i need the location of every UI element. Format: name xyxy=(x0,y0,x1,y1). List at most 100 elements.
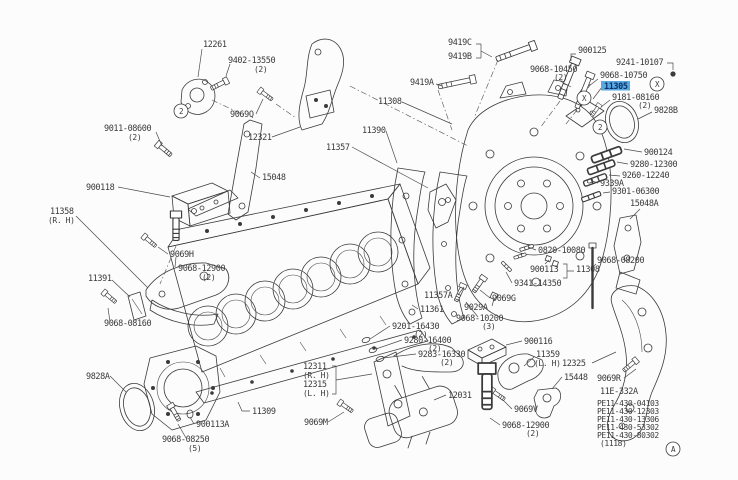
part-label-9068-08200[interactable]: 9068-08200 xyxy=(597,256,645,266)
part-label-11357[interactable]: 11357 xyxy=(326,143,350,153)
part-label-9419A[interactable]: 9419A xyxy=(410,78,434,88)
part-label-12311[interactable]: 12311 xyxy=(303,362,327,372)
part-label-9068-10750[interactable]: 9068-10750 xyxy=(600,71,648,81)
part-label-9241-10107[interactable]: 9241-10107 xyxy=(616,58,664,68)
view-callout-a: A xyxy=(665,441,681,457)
svg-text:X: X xyxy=(582,94,587,103)
ref-part-number: PE11-430-53302 xyxy=(597,423,659,432)
svg-text:X: X xyxy=(655,80,660,89)
part-label-12321[interactable]: 12321 xyxy=(248,133,272,143)
side-label: (R. H) xyxy=(303,371,330,380)
part-label-9011-08600[interactable]: 9011-08600 xyxy=(104,124,152,134)
part-label-9201-16430[interactable]: 9201-16430 xyxy=(392,322,440,332)
part-labels: 12261 9402-13550 (2) 9069Q 12321 11357 1… xyxy=(48,38,678,453)
side-label: (L. H) xyxy=(534,359,561,368)
part-label-900116[interactable]: 900116 xyxy=(524,337,553,347)
part-11391-drawing xyxy=(127,291,147,321)
qty-label: (2) xyxy=(128,133,141,142)
part-label-15048A[interactable]: 15048A xyxy=(630,199,659,209)
part-label-11357A[interactable]: 11357A xyxy=(424,291,453,301)
bolt-icons xyxy=(100,39,676,423)
part-label-9301-06300[interactable]: 9301-06300 xyxy=(612,187,660,197)
part-label-11305-selected[interactable]: 11305 xyxy=(604,82,628,92)
part-label-900118[interactable]: 900118 xyxy=(86,183,115,193)
part-label-11309[interactable]: 11309 xyxy=(252,407,276,417)
part-label-9339A[interactable]: 9339A xyxy=(600,179,624,189)
part-label-11361[interactable]: 11361 xyxy=(420,305,444,315)
view-callout-x1: X xyxy=(649,76,665,92)
part-label-9260-12240[interactable]: 9260-12240 xyxy=(622,171,670,181)
part-label-11391[interactable]: 11391 xyxy=(88,274,112,284)
part-label-9069Q[interactable]: 9069Q xyxy=(230,110,254,120)
view-callout-2-right: 2 xyxy=(592,119,608,135)
part-label-900113[interactable]: 900113 xyxy=(530,265,559,275)
part-label-11390[interactable]: 11390 xyxy=(362,126,386,136)
engine-mount-bracket-drawing xyxy=(607,285,667,442)
qty-label: (2) xyxy=(638,101,651,110)
part-label-12031[interactable]: 12031 xyxy=(448,391,472,401)
part-label-9828B[interactable]: 9828B xyxy=(654,106,678,116)
selected-part-highlight xyxy=(601,81,630,91)
qty-label: (2) xyxy=(440,358,453,367)
qty-label: (2) xyxy=(428,344,441,353)
part-label-900124[interactable]: 900124 xyxy=(644,148,673,158)
flywheel-housing-drawing xyxy=(455,79,612,323)
qty-label: (3) xyxy=(482,322,495,331)
part-label-9280-12300[interactable]: 9280-12300 xyxy=(630,160,678,170)
part-label-11308[interactable]: 11308 xyxy=(378,97,402,107)
ref-part-number: PE11-430-12303 xyxy=(597,407,659,416)
part-label-0820-10080[interactable]: 0820-10080 xyxy=(538,246,586,256)
part-label-11308-assy[interactable]: 11308 xyxy=(576,265,600,275)
figure-code: 11E-332A xyxy=(600,387,638,397)
part-label-9341-14350[interactable]: 9341-14350 xyxy=(514,279,562,289)
part-label-900125[interactable]: 900125 xyxy=(578,46,607,56)
bracket-12311-drawing xyxy=(373,343,464,427)
part-label-9069V[interactable]: 9069V xyxy=(514,405,538,415)
part-label-11358[interactable]: 11358 xyxy=(50,207,74,217)
part-label-9283-16330[interactable]: 9283-16330 xyxy=(418,350,466,360)
part-label-9068-12900-2[interactable]: 9068-12900 xyxy=(502,421,550,431)
view-callouts: 2 2 X X A xyxy=(173,76,681,457)
qty-label: (2) xyxy=(254,65,267,74)
rear-seal-retainer-drawing xyxy=(143,345,221,431)
part-label-15448[interactable]: 15448 xyxy=(564,373,588,383)
part-label-9068-12900[interactable]: 9068-12900 xyxy=(178,264,226,274)
part-label-9419C[interactable]: 9419C xyxy=(448,38,472,48)
assembly-axis-lines xyxy=(159,59,578,285)
ref-note: (1118) xyxy=(600,439,627,448)
svg-text:2: 2 xyxy=(179,107,183,116)
part-label-9828A[interactable]: 9828A xyxy=(86,372,110,382)
reference-block: 11E-332A PE11-430-04103 PE11-430-12303 P… xyxy=(597,387,660,448)
view-callout-x2: X xyxy=(576,90,592,106)
part-label-9068-10450[interactable]: 9068-10450 xyxy=(530,65,578,75)
view-callout-2-left: 2 xyxy=(173,103,189,119)
qty-label: (2) xyxy=(414,330,427,339)
part-label-9068-10200[interactable]: 9068-10200 xyxy=(456,314,504,324)
bracket-15048-drawing xyxy=(187,119,263,221)
part-label-9419B[interactable]: 9419B xyxy=(448,52,472,62)
insulator-12031-drawing xyxy=(364,376,458,449)
part-label-12325[interactable]: 12325 xyxy=(562,359,586,369)
part-label-9280-16400[interactable]: 9280-16400 xyxy=(404,336,452,346)
part-label-9069G[interactable]: 9069G xyxy=(492,294,516,304)
qty-label: (2) xyxy=(554,73,567,82)
part-label-9402-13550[interactable]: 9402-13550 xyxy=(228,56,276,66)
part-label-9181-08160[interactable]: 9181-08160 xyxy=(612,93,660,103)
qty-label: (2) xyxy=(526,429,539,438)
part-label-11359[interactable]: 11359 xyxy=(536,350,560,360)
ref-part-number: PE11-430-13306 xyxy=(597,415,659,424)
part-label-9069R[interactable]: 9069R xyxy=(597,374,622,384)
part-label-12315[interactable]: 12315 xyxy=(303,380,327,390)
part-label-900113A[interactable]: 900113A xyxy=(196,420,230,430)
part-label-9069H[interactable]: 9069H xyxy=(170,250,194,260)
part-label-15048[interactable]: 15048 xyxy=(262,173,286,183)
part-label-12261[interactable]: 12261 xyxy=(203,40,227,50)
part-label-9069M[interactable]: 9069M xyxy=(304,418,328,428)
part-label-9068-08250[interactable]: 9068-08250 xyxy=(162,435,210,445)
part-label-9029A[interactable]: 9029A xyxy=(464,303,488,313)
svg-text:A: A xyxy=(671,445,676,454)
oil-seal-rear-drawing xyxy=(119,383,155,431)
part-label-9068-08160[interactable]: 9068-08160 xyxy=(104,319,152,329)
